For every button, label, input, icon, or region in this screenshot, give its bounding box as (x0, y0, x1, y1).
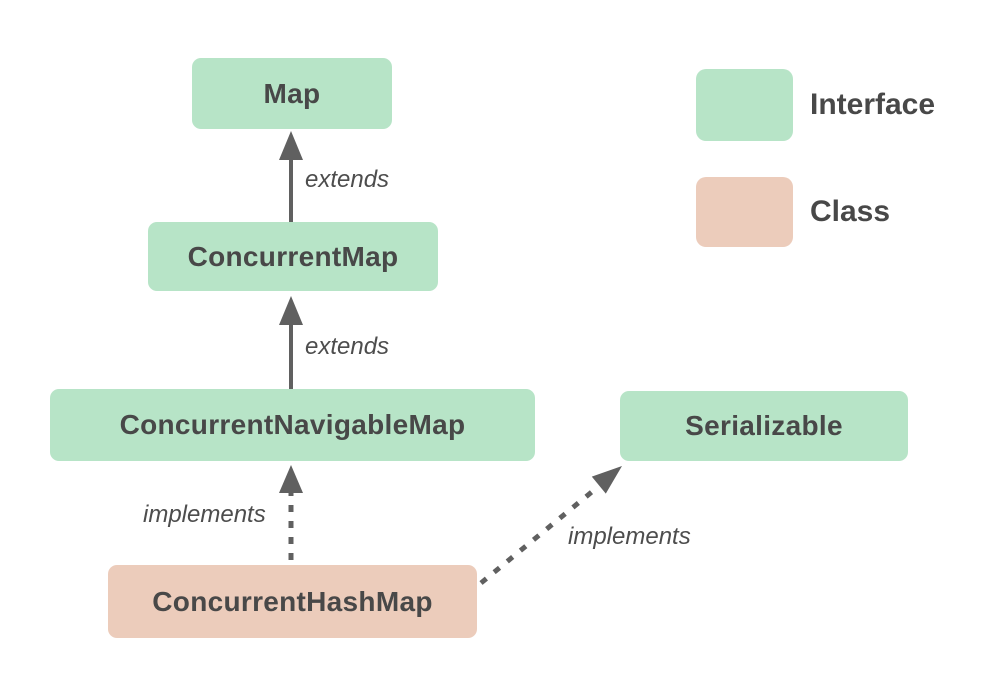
node-serializable: Serializable (620, 391, 908, 461)
node-map: Map (192, 58, 392, 129)
edge-label-extends-concurrentmap: extends (305, 333, 390, 360)
edge-extends-concurrentmap-arrow (279, 296, 303, 390)
edge-implements-concurrentnavigablemap-arrow (279, 465, 303, 560)
edge-implements-serializable-arrow (479, 466, 622, 585)
legend-swatch-interface (696, 69, 793, 141)
edge-label-implements-concurrentnavigablemap: implements (143, 501, 266, 528)
edge-label-implements-serializable: implements (568, 523, 691, 550)
node-concurrentnavigablemap: ConcurrentNavigableMap (50, 389, 535, 461)
node-concurrentmap: ConcurrentMap (148, 222, 438, 291)
legend-label-interface: Interface (810, 88, 936, 121)
legend-swatch-class (696, 177, 793, 247)
edge-extends-map-arrow (279, 131, 303, 222)
edge-label-extends-map: extends (305, 166, 390, 193)
legend-label-class: Class (810, 195, 891, 228)
node-concurrenthashmap: ConcurrentHashMap (108, 565, 477, 638)
